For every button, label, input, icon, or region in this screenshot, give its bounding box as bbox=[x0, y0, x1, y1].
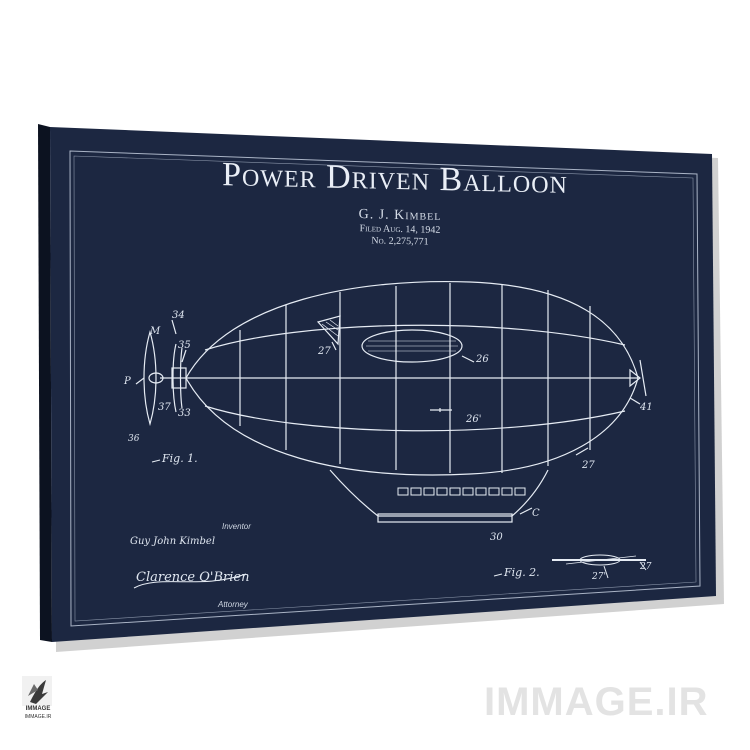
callout-27-prime: 27' bbox=[592, 572, 606, 582]
inventor-signature: Guy John Kimbel bbox=[130, 536, 216, 547]
fig2-drawing bbox=[552, 554, 647, 579]
inner-border bbox=[69, 150, 701, 627]
callout-36: 36 bbox=[128, 434, 140, 444]
attorney-signature: Clarence O'Brien bbox=[136, 570, 250, 585]
attorney-label: Attorney bbox=[218, 600, 248, 609]
inventor-label: Inventor bbox=[222, 522, 251, 531]
blimp-drawing bbox=[135, 280, 647, 523]
callout-c: C bbox=[532, 508, 540, 519]
canvas-side-edge bbox=[38, 124, 52, 642]
callout-p: P bbox=[124, 376, 131, 387]
callout-m: M bbox=[150, 326, 161, 337]
propeller-blade bbox=[143, 329, 157, 427]
immage-logo-icon bbox=[22, 676, 52, 706]
signature-flourish bbox=[133, 573, 247, 589]
callout-34: 34 bbox=[172, 310, 185, 321]
figure-1-label: Fig. 1. bbox=[162, 452, 198, 465]
callout-27-envelope: 27 bbox=[582, 460, 595, 471]
inner-border-2 bbox=[73, 155, 697, 622]
callout-37: 37 bbox=[158, 402, 171, 413]
callout-26: 26 bbox=[476, 354, 489, 365]
callout-27-fig2: 27 bbox=[640, 562, 652, 572]
callout-33: 33 bbox=[178, 408, 191, 419]
figure-2-label: Fig. 2. bbox=[504, 566, 540, 579]
callout-35: 35 bbox=[178, 340, 191, 351]
logo-name: IMMAGE bbox=[25, 706, 51, 712]
logo-url: IMMAGE.IR bbox=[24, 714, 52, 720]
canvas-face bbox=[50, 127, 716, 642]
callout-27-fin: 27 bbox=[318, 346, 331, 357]
callout-41: 41 bbox=[640, 402, 653, 413]
fig1-underline bbox=[151, 459, 503, 577]
callout-30: 30 bbox=[490, 532, 503, 543]
watermark-text: IMMAGE.IR bbox=[484, 680, 709, 724]
callout-26-prime: 26' bbox=[466, 414, 482, 425]
